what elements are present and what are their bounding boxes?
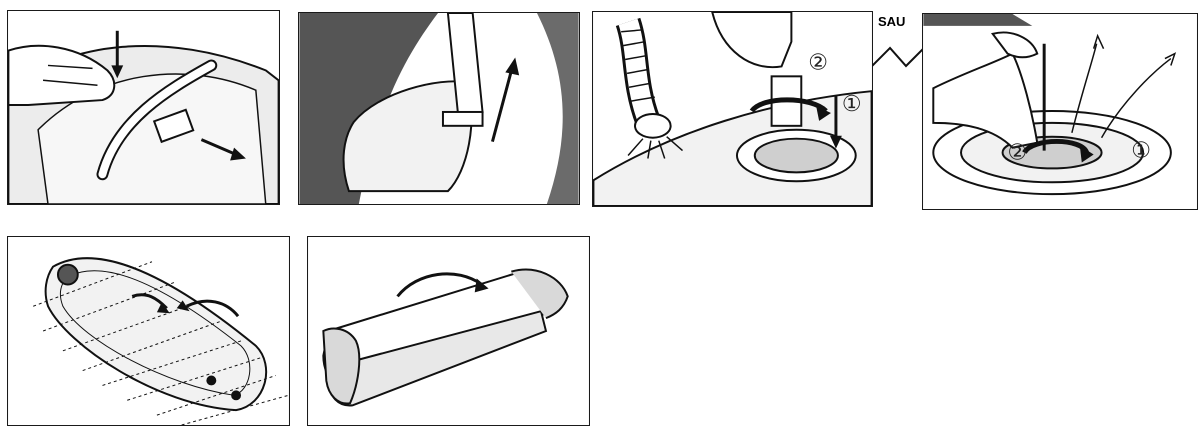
step-panel-roll-board — [307, 236, 590, 426]
strap-release-illustration — [8, 11, 279, 204]
step-panel-pull-strap — [298, 12, 580, 205]
step-panel-fold-board — [7, 236, 290, 426]
step-number-2b: ② — [1008, 141, 1028, 166]
zigzag-divider-icon — [872, 30, 924, 70]
strap-pull-illustration — [299, 13, 579, 204]
step-number-1: ① — [842, 92, 862, 117]
step-number-2: ② — [808, 50, 828, 75]
step-panel-turn-valve: ② ① — [922, 13, 1198, 210]
board-roll-illustration — [308, 237, 589, 425]
hose-valve-illustration: ① ② — [593, 12, 872, 206]
or-label: SAU — [878, 14, 905, 29]
step-number-1b: ① — [1131, 139, 1151, 164]
board-fold-illustration — [8, 237, 289, 425]
step-panel-release-strap — [7, 10, 280, 205]
step-panel-attach-hose: ① ② — [592, 11, 873, 207]
valve-turn-illustration: ② ① — [923, 14, 1197, 209]
